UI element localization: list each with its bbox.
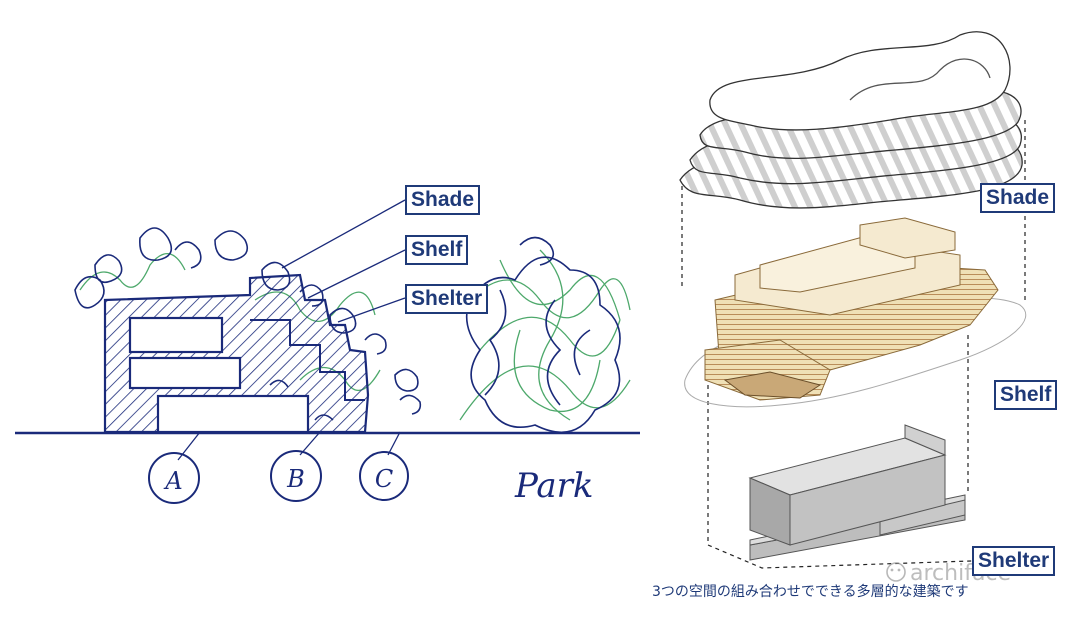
japanese-caption: 3つの空間の組み合わせでできる多層的な建築です bbox=[652, 583, 969, 600]
shelf-layer bbox=[684, 217, 1027, 408]
axo-shelf-label: Shelf bbox=[994, 380, 1058, 410]
marker-circle-c bbox=[359, 451, 409, 501]
marker-b: B bbox=[286, 465, 305, 493]
sketch-shade-label: Shade bbox=[405, 185, 481, 215]
marker-circle-a bbox=[148, 452, 200, 504]
axo-shelter-label: Shelter bbox=[972, 546, 1056, 576]
sketch-shelter-label: Shelter bbox=[405, 284, 489, 314]
section-sketch: A B C Park bbox=[15, 199, 640, 506]
marker-circle-b bbox=[270, 450, 322, 502]
shade-layer bbox=[679, 31, 1023, 209]
vegetation-ink bbox=[74, 227, 621, 434]
sketch-shelf-label: Shelf bbox=[405, 235, 469, 265]
marker-a: A bbox=[163, 467, 182, 495]
building-section bbox=[103, 273, 370, 434]
park-label: Park bbox=[514, 466, 593, 506]
section-markers: A B C bbox=[148, 450, 409, 504]
axo-shade-label: Shade bbox=[980, 183, 1056, 213]
leader-lines bbox=[177, 199, 406, 461]
wechat-icon bbox=[886, 562, 906, 582]
shelter-layer bbox=[748, 424, 966, 561]
axonometric-diagram: 3つの空間の組み合わせでできる多層的な建築です bbox=[652, 31, 1027, 600]
marker-c: C bbox=[375, 465, 393, 493]
